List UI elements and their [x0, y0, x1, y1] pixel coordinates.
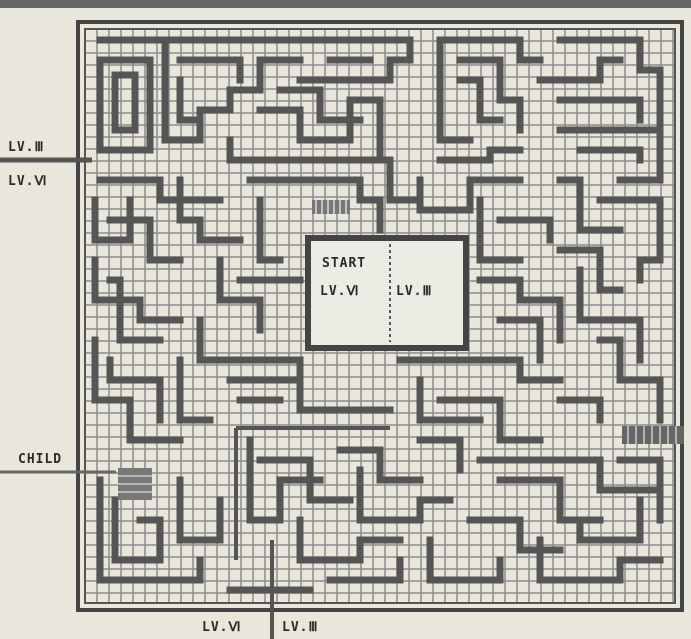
- door-child: [118, 468, 152, 500]
- label-start-lv6: LV.Ⅵ: [320, 284, 359, 299]
- label-child: CHILD: [18, 452, 62, 467]
- door-right: [622, 426, 684, 444]
- door-top: [312, 200, 350, 214]
- scan-top-edge: [0, 0, 691, 8]
- label-start: START: [322, 256, 366, 271]
- label-exit-lv3: LV.Ⅲ: [8, 140, 44, 155]
- label-start-lv3: LV.Ⅲ: [396, 284, 432, 299]
- label-exit-lv6: LV.Ⅵ: [8, 174, 47, 189]
- label-bottom-lv6: LV.Ⅵ: [202, 620, 241, 635]
- label-bottom-lv3: LV.Ⅲ: [282, 620, 318, 635]
